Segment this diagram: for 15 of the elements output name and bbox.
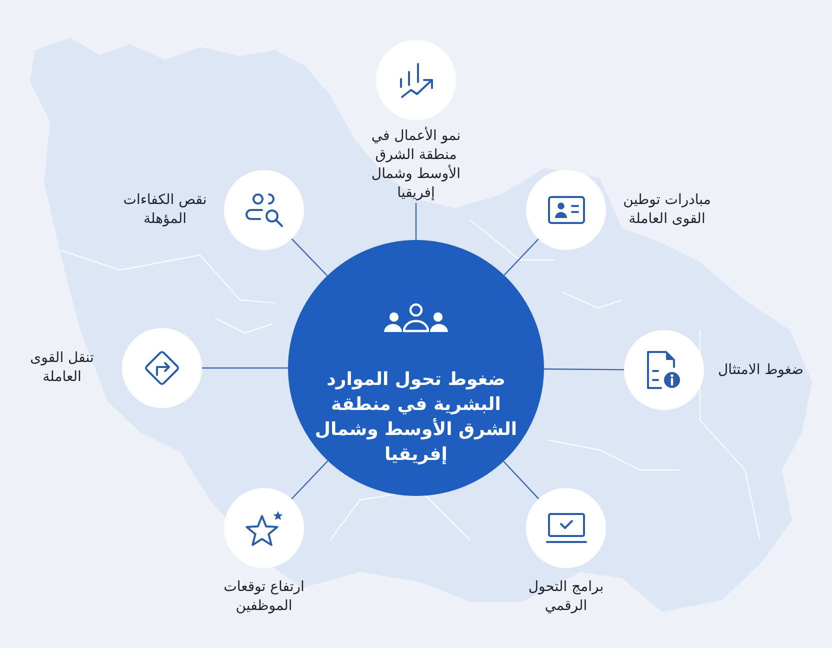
connector-line (503, 460, 540, 500)
connector-line (291, 460, 328, 500)
connector-line (544, 368, 624, 370)
connector-line (291, 238, 328, 276)
node-label: نقص الكفاءات المؤهلة (122, 191, 208, 229)
connector-line (504, 238, 539, 276)
node-label: برامج التحول الرقمي (527, 578, 605, 616)
node-label: ارتفاع توقعات الموظفين (222, 578, 306, 616)
connector-line (202, 367, 288, 369)
node-label: مبادرات توطين القوى العاملة (622, 191, 712, 229)
node-label: نمو الأعمال في منطقة الشرق الأوسط وشمال إفريقيا (370, 127, 462, 203)
connector-line (415, 203, 417, 240)
node-label: ضغوط الامتثال (718, 360, 804, 380)
node-label: ضغوط تحول الموارد البشرية في منطقة الشرق الأوسط وشمال إفريقيا (314, 368, 518, 467)
node-label: تنقل القوى العاملة (29, 349, 95, 387)
